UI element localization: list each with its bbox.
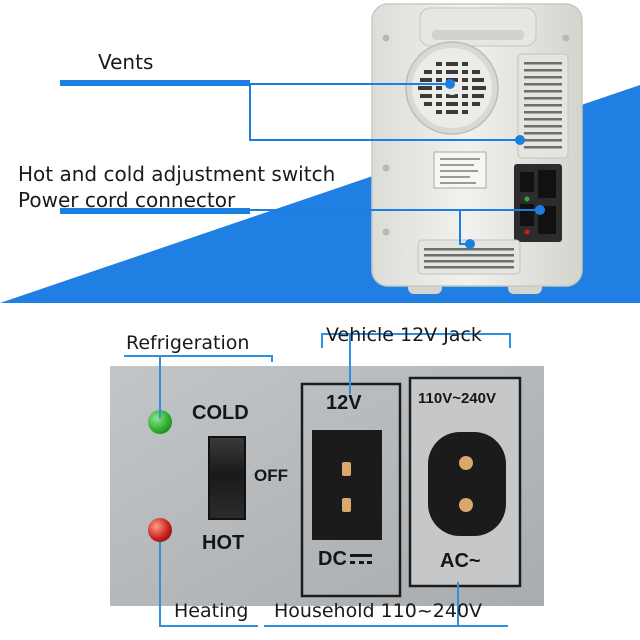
dc-pin-top-icon [342, 462, 351, 476]
callout-household: Household 110~240V [274, 600, 483, 622]
callout-switch: Hot and cold adjustment switch [18, 162, 336, 186]
hot-label: HOT [202, 532, 245, 554]
ac-label: AC~ [440, 550, 481, 572]
callout-vents: Vents [98, 50, 154, 74]
spec-sticker-icon [433, 151, 487, 189]
top-section: Vents Hot and cold adjustment switch Pow… [0, 0, 640, 310]
callout-heating: Heating [174, 600, 249, 622]
red-led-icon [148, 518, 172, 542]
bottom-callout-lines [124, 333, 511, 627]
bottom-section: COLD OFF HOT 12V DC 110V~240V AC~ Refrig… [0, 310, 640, 640]
ac-pin-top-icon [459, 456, 473, 470]
ac-voltage-label: 110V~240V [418, 390, 496, 407]
ac-pin-bottom-icon [459, 498, 473, 512]
callout-refrigeration: Refrigeration [126, 332, 250, 354]
callout-vehicle: Vehicle 12V Jack [326, 324, 482, 346]
dc-voltage-label: 12V [326, 392, 362, 414]
cold-label: COLD [192, 402, 249, 424]
bottom-vent-icon [417, 239, 521, 275]
dc-label: DC [318, 548, 347, 570]
mini-fridge-back [371, 3, 583, 294]
top-callout-lines [60, 79, 545, 249]
callout-power: Power cord connector [18, 188, 236, 212]
dc-socket [312, 430, 382, 540]
rocker-switch[interactable] [208, 436, 246, 520]
off-label: OFF [254, 466, 288, 485]
side-vent-icon [517, 53, 569, 159]
dc-pin-bottom-icon [342, 498, 351, 512]
ac-socket [428, 432, 506, 536]
dc-symbol-icon [350, 554, 372, 564]
